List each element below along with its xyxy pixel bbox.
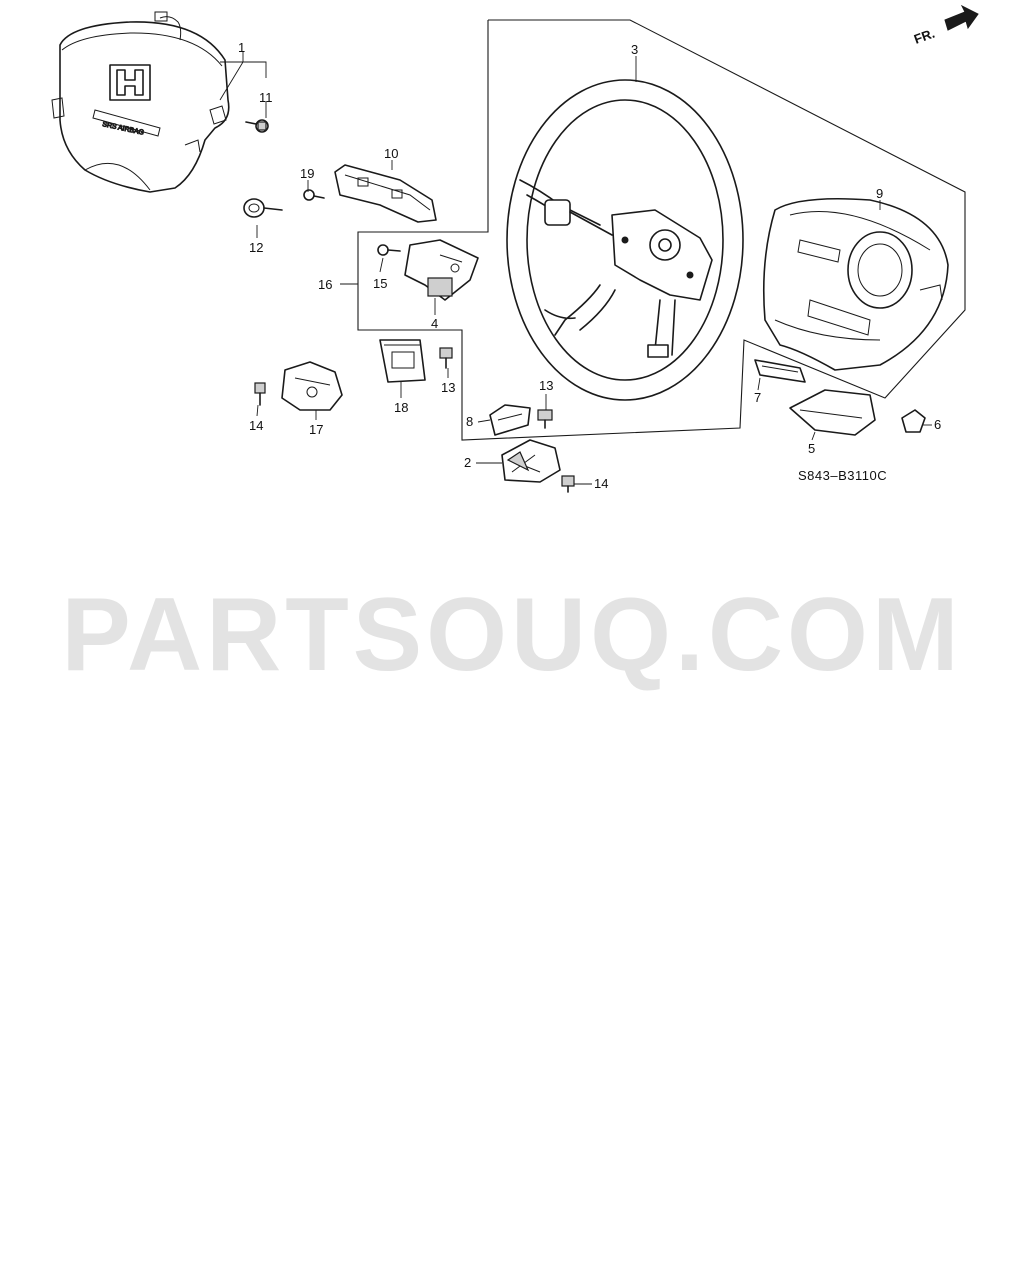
- callout-10: 10: [384, 146, 398, 161]
- diagram-reference-code: S843–B3110C: [798, 468, 887, 483]
- direction-label: FR.: [912, 26, 937, 47]
- lower-cover-icon: [501, 439, 561, 483]
- callout-1: 1: [238, 40, 245, 55]
- front-direction-arrow-icon: [944, 4, 979, 31]
- callout-16: 16: [318, 277, 332, 292]
- callout-7: 7: [754, 390, 761, 405]
- bolt-11-icon: [245, 119, 269, 133]
- rear-cover-icon: [762, 197, 949, 371]
- callout-12: 12: [249, 240, 263, 255]
- cover-piece-icon: [281, 361, 343, 411]
- callout-14a: 14: [249, 418, 263, 433]
- plate-icon: [379, 339, 426, 383]
- callout-3: 3: [631, 42, 638, 57]
- nut-12-icon: [243, 198, 283, 218]
- small-bracket-icon: [489, 404, 531, 436]
- callout-15: 15: [373, 276, 387, 291]
- callout-19: 19: [300, 166, 314, 181]
- callout-6: 6: [934, 417, 941, 432]
- bolt-13b-icon: [537, 409, 553, 429]
- small-cap-icon: [901, 409, 926, 433]
- trim-strip-icon: [754, 359, 806, 383]
- leader-lines: [219, 52, 932, 485]
- bolt-13a-icon: [439, 347, 453, 369]
- callout-17: 17: [309, 422, 323, 437]
- callout-5: 5: [808, 441, 815, 456]
- callout-18: 18: [394, 400, 408, 415]
- callout-2: 2: [464, 455, 471, 470]
- lower-trim-icon: [789, 389, 876, 436]
- bolt-14b-icon: [561, 475, 575, 493]
- airbag-module-icon: [51, 11, 230, 193]
- assembly-frame: [357, 19, 966, 441]
- callout-13b: 13: [539, 378, 553, 393]
- switch-assembly-icon: [404, 239, 479, 301]
- callout-14b: 14: [594, 476, 608, 491]
- screw-19-icon: [303, 189, 325, 201]
- callout-11: 11: [259, 90, 273, 105]
- steering-wheel-icon: [506, 79, 744, 401]
- watermark: PARTSOUQ.COM: [61, 577, 963, 693]
- bracket-icon: [334, 164, 437, 223]
- callout-13a: 13: [441, 380, 455, 395]
- bolt-14a-icon: [254, 382, 266, 406]
- callout-4: 4: [431, 316, 438, 331]
- screw-15-icon: [377, 244, 401, 256]
- callout-8: 8: [466, 414, 473, 429]
- callout-9: 9: [876, 186, 883, 201]
